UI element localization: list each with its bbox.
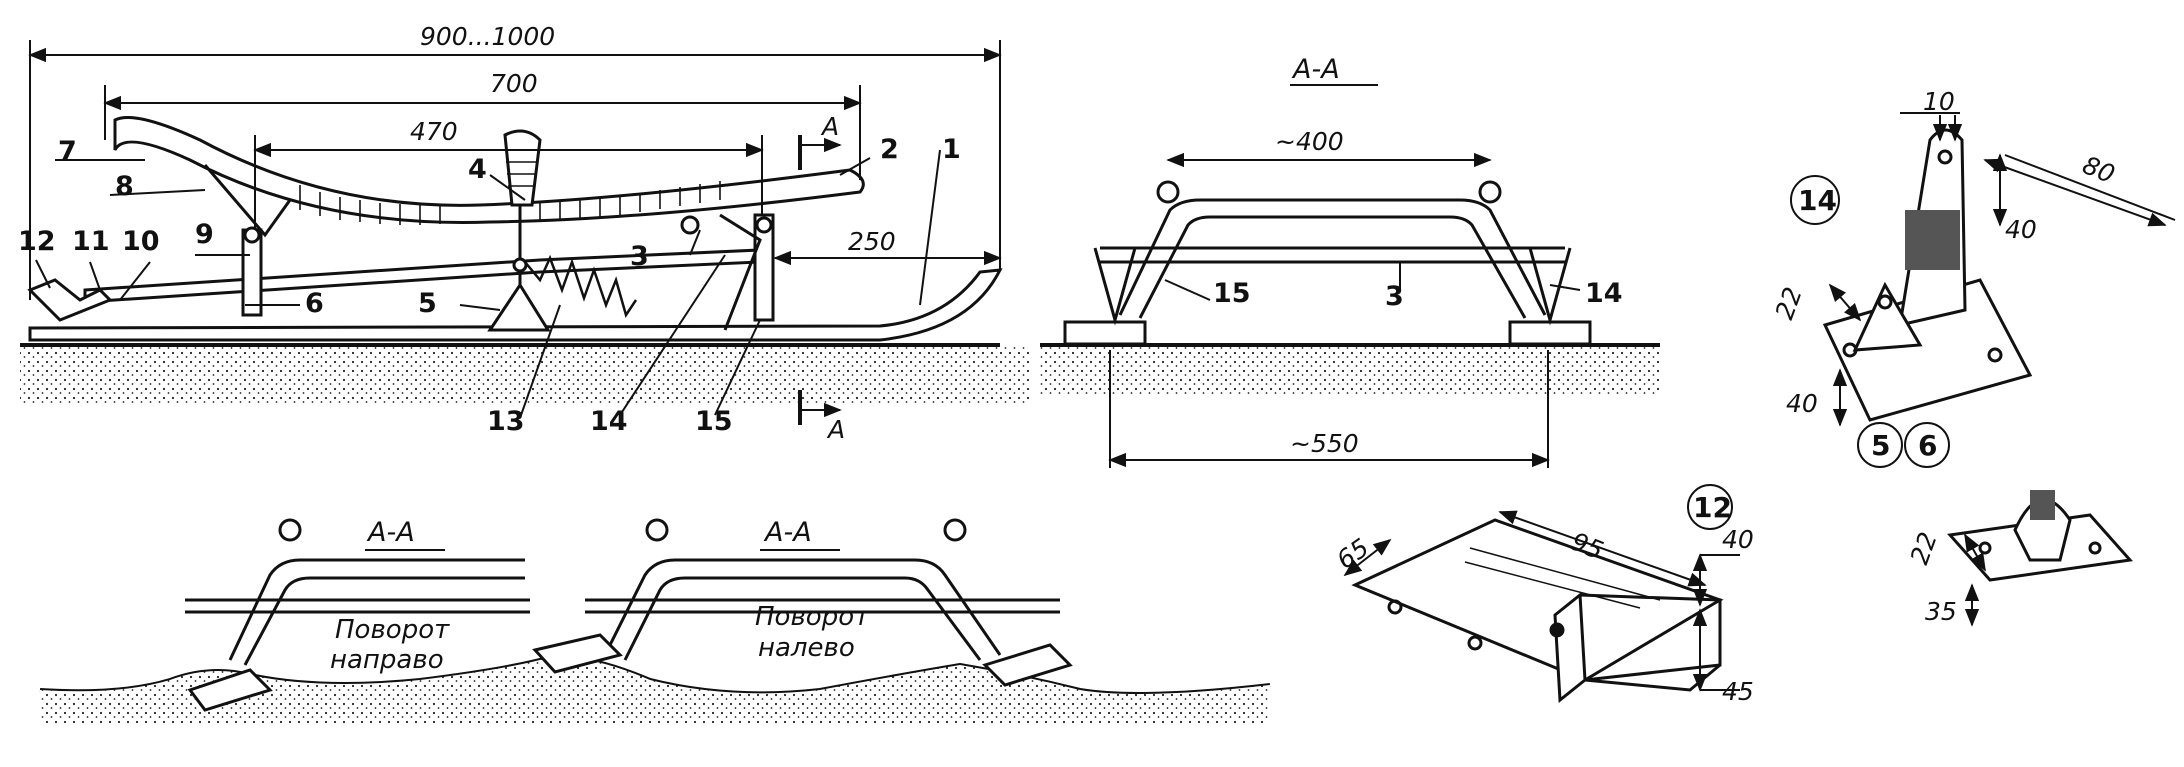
- dim-plate-height-top: 40: [1722, 525, 1754, 554]
- part-6: 6: [305, 288, 324, 319]
- seat-ribs: [299, 181, 721, 225]
- part-4: 4: [468, 154, 487, 185]
- plate-detail: [1351, 518, 1724, 703]
- section-part-3: 3: [1385, 281, 1404, 312]
- part-13: 13: [487, 406, 525, 437]
- plate-labels: 65 95 40 45 12: [1331, 491, 1753, 706]
- dim-small-bracket-base: 35: [1925, 597, 1957, 626]
- dim-overall-length: 900...1000: [420, 22, 555, 51]
- dim-bracket-height-b: 40: [2005, 215, 2037, 244]
- bracket-dims: [1790, 112, 2176, 627]
- pivot-bracket: [487, 282, 551, 332]
- section-arrow-bottom: A: [826, 415, 845, 444]
- handle: [503, 129, 542, 207]
- dim-plate-width: 65: [1331, 533, 1374, 575]
- front-brace: [719, 213, 762, 331]
- arch-frame: [1118, 198, 1547, 316]
- dim-small-bracket-width: 22: [1905, 528, 1943, 568]
- side-view: [20, 116, 1030, 403]
- part-7: 7: [58, 136, 77, 167]
- seat: [113, 116, 865, 224]
- part-14: 14: [590, 406, 628, 437]
- dim-front-overhang: 250: [848, 227, 896, 256]
- part-1: 1: [942, 134, 961, 165]
- dim-base-width: ~550: [1290, 429, 1359, 458]
- callout-bracket-6: 6: [1918, 429, 1937, 462]
- section-arrow-top: A: [820, 112, 839, 141]
- part-8: 8: [115, 171, 134, 202]
- side-labels: 900...1000 700 470 250 A A 1 2 3 4 5 6 7…: [18, 22, 961, 444]
- snow-ground-side: [20, 345, 1030, 403]
- caption-turn-left-1: Поворот: [755, 602, 870, 632]
- section-title-left: A-A: [366, 517, 415, 548]
- section-title-main: A-A: [1291, 54, 1340, 85]
- dim-bracket-width: 22: [1770, 283, 1808, 323]
- dim-bracket-base: 40: [1786, 389, 1818, 418]
- section-part-14: 14: [1585, 278, 1623, 309]
- part-10: 10: [122, 226, 160, 257]
- section-view-turns: [39, 518, 1271, 725]
- seat-brace: [203, 164, 292, 238]
- plate-dims: [1343, 484, 1740, 692]
- section-part-15: 15: [1213, 278, 1251, 309]
- section-main-labels: A-A ~400 ~550 15 3 14: [1213, 54, 1623, 458]
- dim-bracket-height-a: 10: [1923, 87, 1955, 116]
- part-5: 5: [418, 288, 437, 319]
- section-view-main: [1040, 180, 1660, 395]
- dim-post-spacing: 470: [410, 117, 458, 146]
- bracket-detail: [1822, 128, 2133, 582]
- caption-turn-right-1: Поворот: [335, 615, 450, 645]
- side-dimensions: [28, 40, 1002, 425]
- spring: [524, 254, 638, 318]
- part-2: 2: [880, 134, 899, 165]
- part-12: 12: [18, 226, 56, 257]
- callout-plate: 12: [1693, 491, 1732, 524]
- part-3: 3: [630, 241, 649, 272]
- section-title-right: A-A: [763, 517, 812, 548]
- dim-plate-height-bottom: 45: [1722, 677, 1754, 706]
- caption-turn-left-2: налево: [758, 633, 855, 663]
- callout-bracket-5: 5: [1871, 429, 1890, 462]
- runner: [28, 268, 1003, 342]
- callout-bracket-14: 14: [1798, 184, 1837, 217]
- dim-bracket-length: 80: [2078, 150, 2118, 189]
- section-turn-labels: A-A A-A Поворот направо Поворот налево: [330, 517, 870, 675]
- part-11: 11: [72, 226, 110, 257]
- dim-seat-length: 700: [490, 69, 538, 98]
- dim-top-width: ~400: [1275, 127, 1344, 156]
- part-9: 9: [195, 219, 214, 250]
- part-15: 15: [695, 406, 733, 437]
- section-main-dims: [1108, 84, 1581, 468]
- caption-turn-right-2: направо: [330, 645, 444, 675]
